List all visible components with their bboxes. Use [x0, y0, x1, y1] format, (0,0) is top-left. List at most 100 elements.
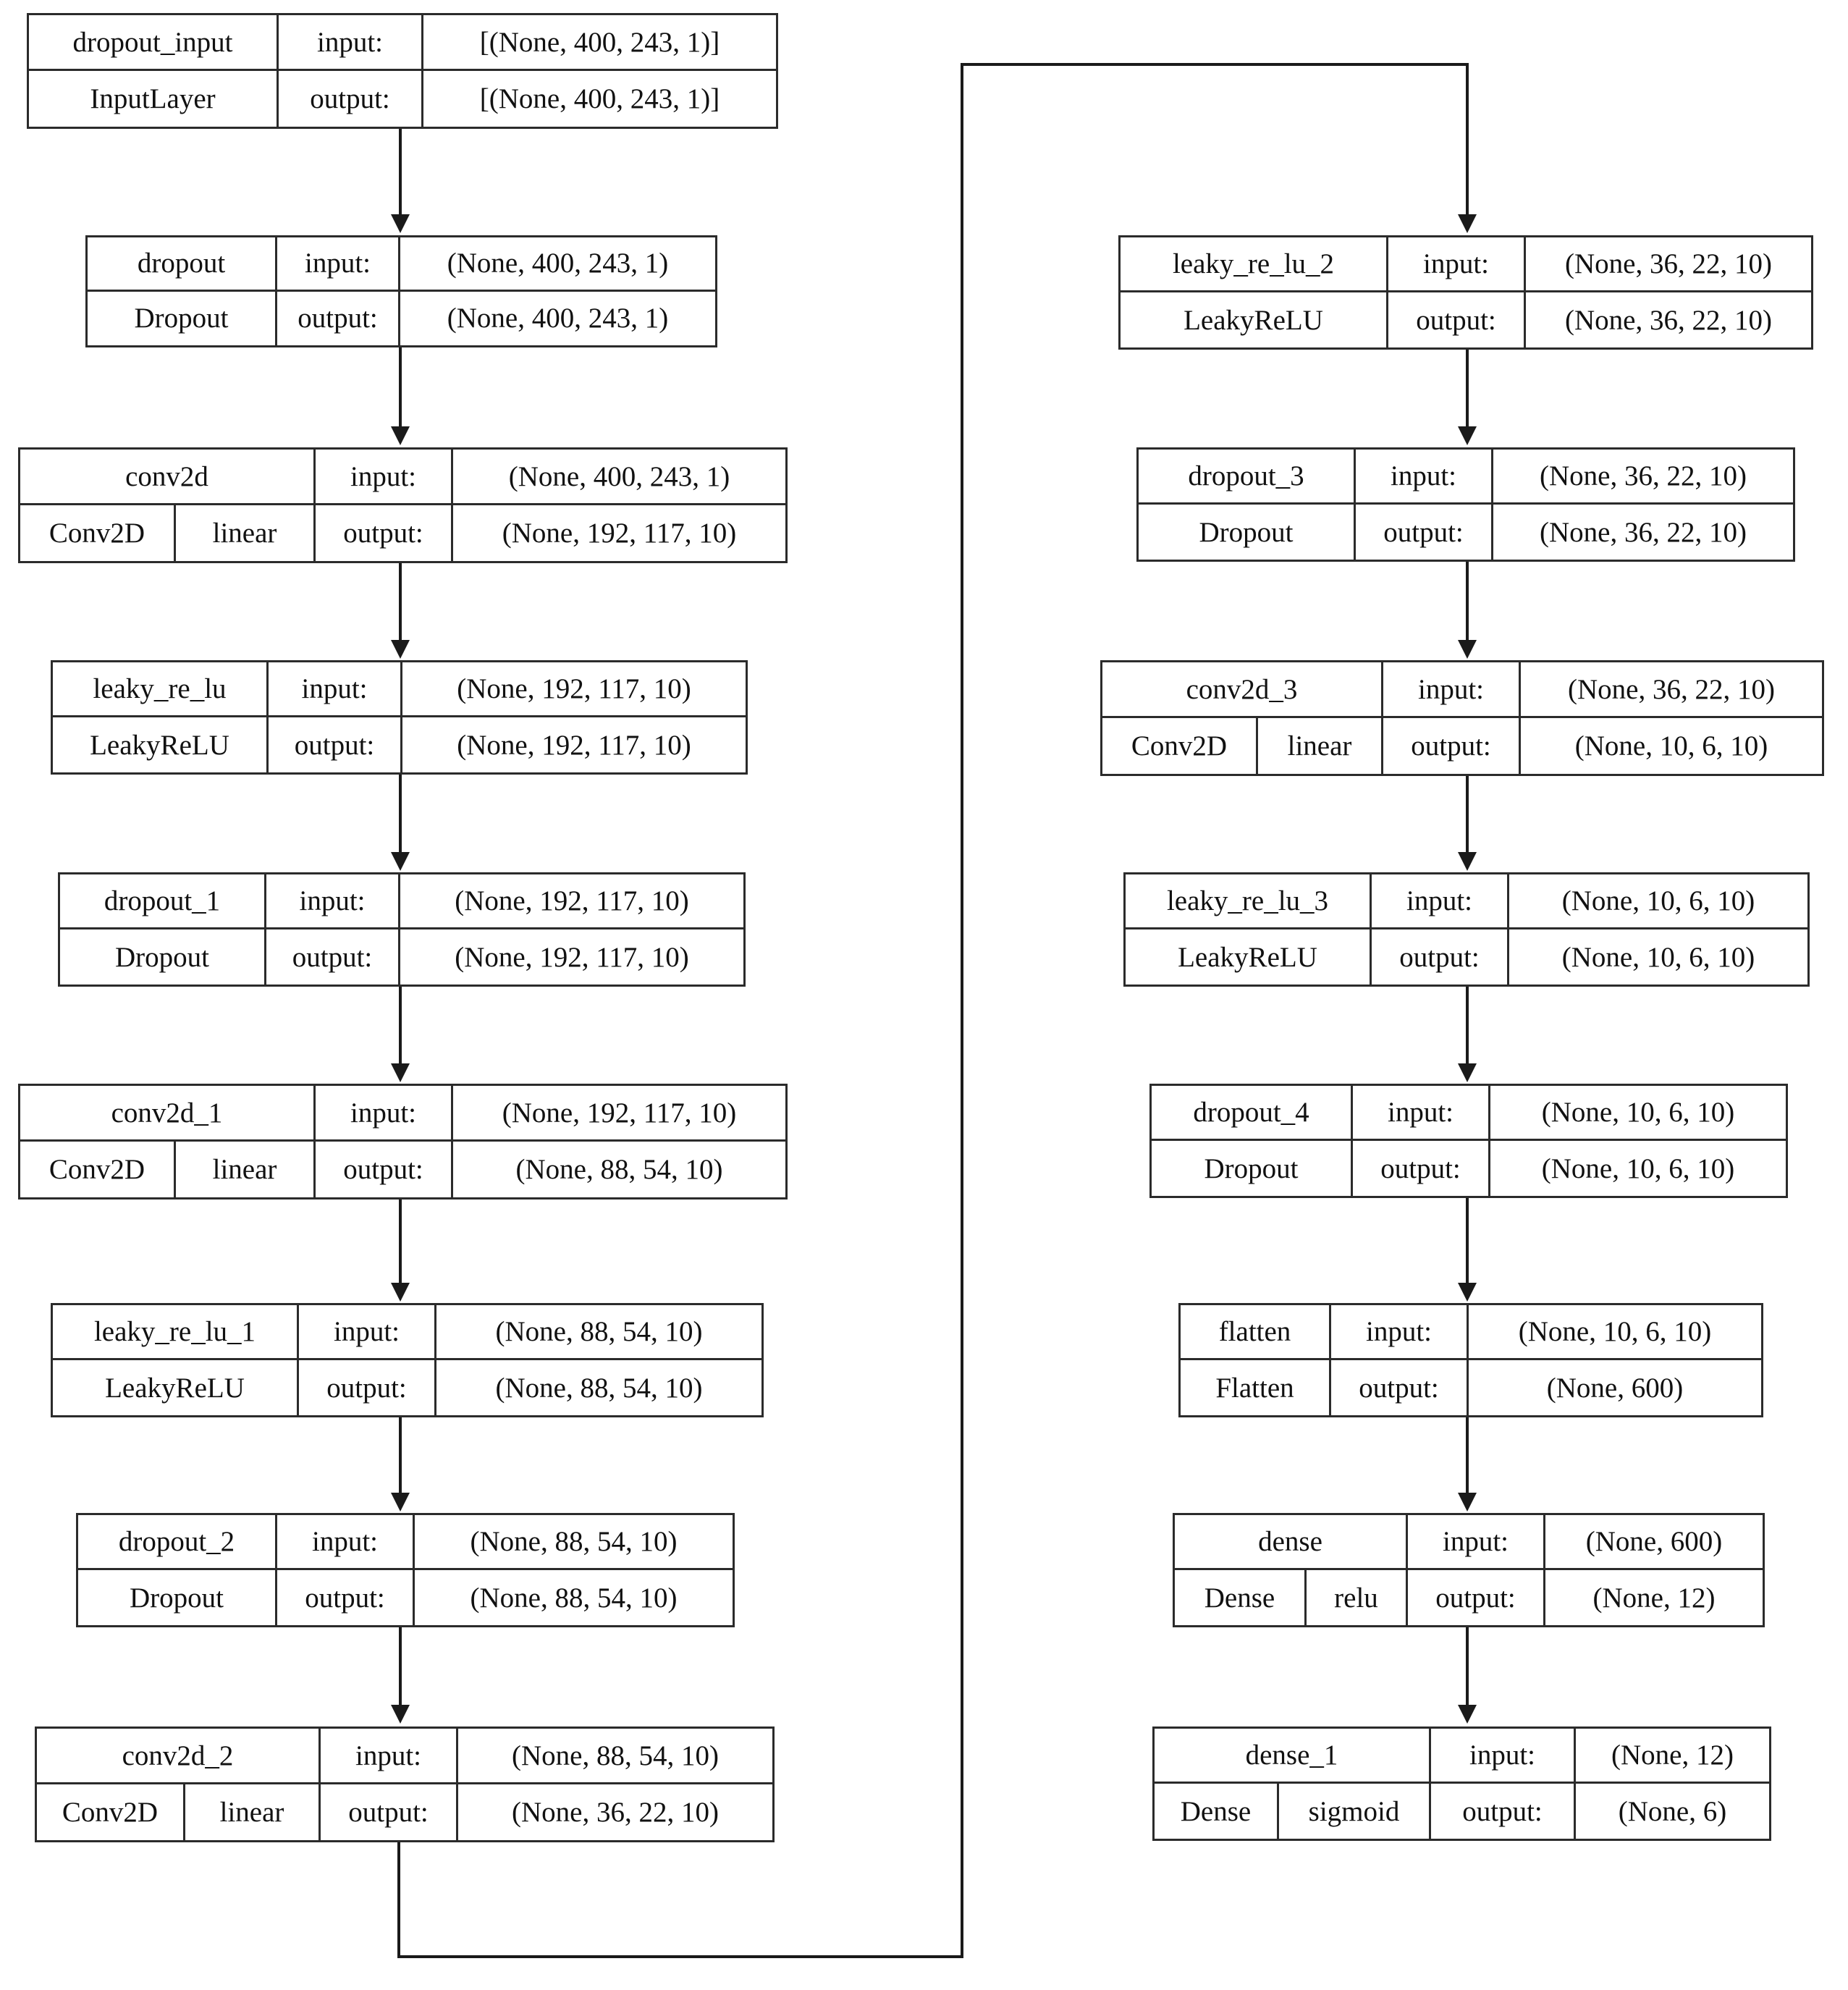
- output-label: output:: [277, 1570, 415, 1625]
- output-shape: (None, 600): [1546, 1372, 1684, 1404]
- node-name: dropout_input: [29, 15, 279, 69]
- edge-dropout_4-to-flatten: [1466, 1198, 1469, 1285]
- node-dropout[interactable]: dropout input: (None, 400, 243, 1) Dropo…: [85, 235, 717, 347]
- output-label: output:: [279, 71, 423, 127]
- node-conv2d_1[interactable]: conv2d_1 input: (None, 192, 117, 10) Con…: [18, 1084, 788, 1200]
- node-leaky_re_lu_1[interactable]: leaky_re_lu_1 input: (None, 88, 54, 10) …: [51, 1303, 764, 1417]
- node-activation: linear: [185, 1784, 321, 1840]
- output-label: output:: [1388, 292, 1526, 347]
- edge-flatten-to-dense: [1466, 1417, 1469, 1493]
- edge-leaky_re_lu-to-dropout_1: [399, 775, 402, 854]
- arrow-dropout-to-conv2d: [391, 426, 410, 445]
- node-dropout_1[interactable]: dropout_1 input: (None, 192, 117, 10) Dr…: [58, 872, 746, 987]
- node-name: leaky_re_lu: [53, 662, 269, 715]
- node-activation: linear: [1258, 718, 1383, 774]
- input-label: input:: [279, 15, 423, 69]
- input-shape: (None, 10, 6, 10): [1541, 1097, 1735, 1128]
- node-leaky_re_lu[interactable]: leaky_re_lu input: (None, 192, 117, 10) …: [51, 660, 748, 775]
- output-label: output:: [1372, 929, 1509, 985]
- output-shape: (None, 88, 54, 10): [470, 1582, 678, 1614]
- output-label: output:: [1353, 1141, 1490, 1196]
- node-dense[interactable]: dense input: (None, 600) Dense relu outp…: [1173, 1513, 1765, 1627]
- node-class: LeakyReLU: [53, 717, 269, 772]
- node-class: Flatten: [1181, 1360, 1331, 1415]
- input-label: input:: [316, 1086, 453, 1139]
- node-class: Dropout: [78, 1570, 277, 1625]
- edge-conv2d-to-leaky_re_lu: [399, 563, 402, 641]
- arrow-dropout_4-to-flatten: [1458, 1283, 1477, 1302]
- input-shape: (None, 10, 6, 10): [1561, 885, 1755, 916]
- edge-dense-to-dense_1: [1466, 1627, 1469, 1707]
- output-shape: (None, 10, 6, 10): [1574, 730, 1768, 762]
- output-label: output:: [321, 1784, 458, 1840]
- edge-conv2d_1-to-leaky_re_lu_1: [399, 1200, 402, 1285]
- node-name: conv2d_1: [20, 1086, 316, 1139]
- input-shape: (None, 192, 117, 10): [502, 1097, 737, 1129]
- output-label: output:: [277, 291, 400, 345]
- node-leaky_re_lu_3[interactable]: leaky_re_lu_3 input: (None, 10, 6, 10) L…: [1123, 872, 1810, 987]
- node-dropout_3[interactable]: dropout_3 input: (None, 36, 22, 10) Drop…: [1136, 447, 1795, 562]
- node-name: leaky_re_lu_3: [1126, 874, 1372, 927]
- edge-dropout_1-to-conv2d_1: [399, 987, 402, 1065]
- output-label: output:: [269, 717, 402, 772]
- node-name: conv2d_3: [1102, 662, 1383, 716]
- edge-conv2d_2-to-leaky_re_lu_2-up: [961, 63, 963, 1958]
- output-label: output:: [1408, 1570, 1545, 1625]
- input-label: input:: [1331, 1305, 1469, 1358]
- input-label: input:: [277, 237, 400, 290]
- output-label: output:: [299, 1360, 436, 1415]
- node-name: dropout_2: [78, 1515, 277, 1568]
- input-label: input:: [266, 874, 400, 927]
- edge-conv2d_3-to-leaky_re_lu_3: [1466, 776, 1469, 854]
- node-flatten[interactable]: flatten input: (None, 10, 6, 10) Flatten…: [1178, 1303, 1763, 1417]
- node-conv2d_3[interactable]: conv2d_3 input: (None, 36, 22, 10) Conv2…: [1100, 660, 1824, 776]
- output-shape: (None, 88, 54, 10): [515, 1154, 723, 1185]
- node-class: Conv2D: [20, 1142, 176, 1197]
- output-shape: (None, 36, 22, 10): [1540, 516, 1747, 548]
- node-name: leaky_re_lu_1: [53, 1305, 299, 1358]
- input-shape: (None, 192, 117, 10): [457, 673, 691, 704]
- node-conv2d_2[interactable]: conv2d_2 input: (None, 88, 54, 10) Conv2…: [35, 1727, 775, 1842]
- node-leaky_re_lu_2[interactable]: leaky_re_lu_2 input: (None, 36, 22, 10) …: [1118, 235, 1813, 350]
- input-shape: (None, 88, 54, 10): [470, 1526, 678, 1557]
- node-name: dropout_4: [1152, 1086, 1353, 1139]
- node-class: Dropout: [1152, 1141, 1353, 1196]
- output-shape: (None, 88, 54, 10): [495, 1372, 703, 1404]
- input-shape: [(None, 400, 243, 1)]: [479, 26, 720, 58]
- arrow-dropout_input-to-dropout: [391, 214, 410, 233]
- node-activation: relu: [1307, 1570, 1408, 1625]
- input-label: input:: [1353, 1086, 1490, 1139]
- output-label: output:: [316, 505, 453, 561]
- arrow-dropout_1-to-conv2d_1: [391, 1063, 410, 1082]
- node-dropout_4[interactable]: dropout_4 input: (None, 10, 6, 10) Dropo…: [1149, 1084, 1788, 1198]
- arrow-conv2d_3-to-leaky_re_lu_3: [1458, 852, 1477, 871]
- node-name: conv2d: [20, 450, 316, 503]
- input-label: input:: [277, 1515, 415, 1568]
- input-shape: (None, 12): [1611, 1740, 1734, 1771]
- output-shape: (None, 36, 22, 10): [1565, 304, 1772, 336]
- input-label: input:: [1431, 1729, 1576, 1782]
- node-class: LeakyReLU: [1121, 292, 1388, 347]
- node-dropout_2[interactable]: dropout_2 input: (None, 88, 54, 10) Drop…: [76, 1513, 735, 1627]
- input-label: input:: [1372, 874, 1509, 927]
- arrow-conv2d-to-leaky_re_lu: [391, 640, 410, 659]
- edge-conv2d_2-to-leaky_re_lu_2-across-top: [961, 63, 1469, 66]
- edge-conv2d_2-to-leaky_re_lu_2-down-right: [1466, 63, 1469, 216]
- output-shape: (None, 6): [1618, 1795, 1727, 1827]
- node-dense_1[interactable]: dense_1 input: (None, 12) Dense sigmoid …: [1152, 1727, 1771, 1841]
- node-activation: linear: [176, 505, 316, 561]
- input-shape: (None, 88, 54, 10): [495, 1316, 703, 1347]
- edge-dropout_input-to-dropout: [399, 129, 402, 217]
- input-shape: (None, 400, 243, 1): [447, 248, 669, 279]
- edge-dropout_3-to-conv2d_3: [1466, 562, 1469, 641]
- node-class: Conv2D: [20, 505, 176, 561]
- input-label: input:: [299, 1305, 436, 1358]
- input-shape: (None, 10, 6, 10): [1518, 1316, 1712, 1347]
- node-name: dense_1: [1155, 1729, 1431, 1782]
- node-dropout_input[interactable]: dropout_input input: [(None, 400, 243, 1…: [27, 13, 778, 129]
- edge-dropout-to-conv2d: [399, 347, 402, 429]
- node-conv2d[interactable]: conv2d input: (None, 400, 243, 1) Conv2D…: [18, 447, 788, 563]
- input-label: input:: [269, 662, 402, 715]
- input-label: input:: [1356, 450, 1493, 502]
